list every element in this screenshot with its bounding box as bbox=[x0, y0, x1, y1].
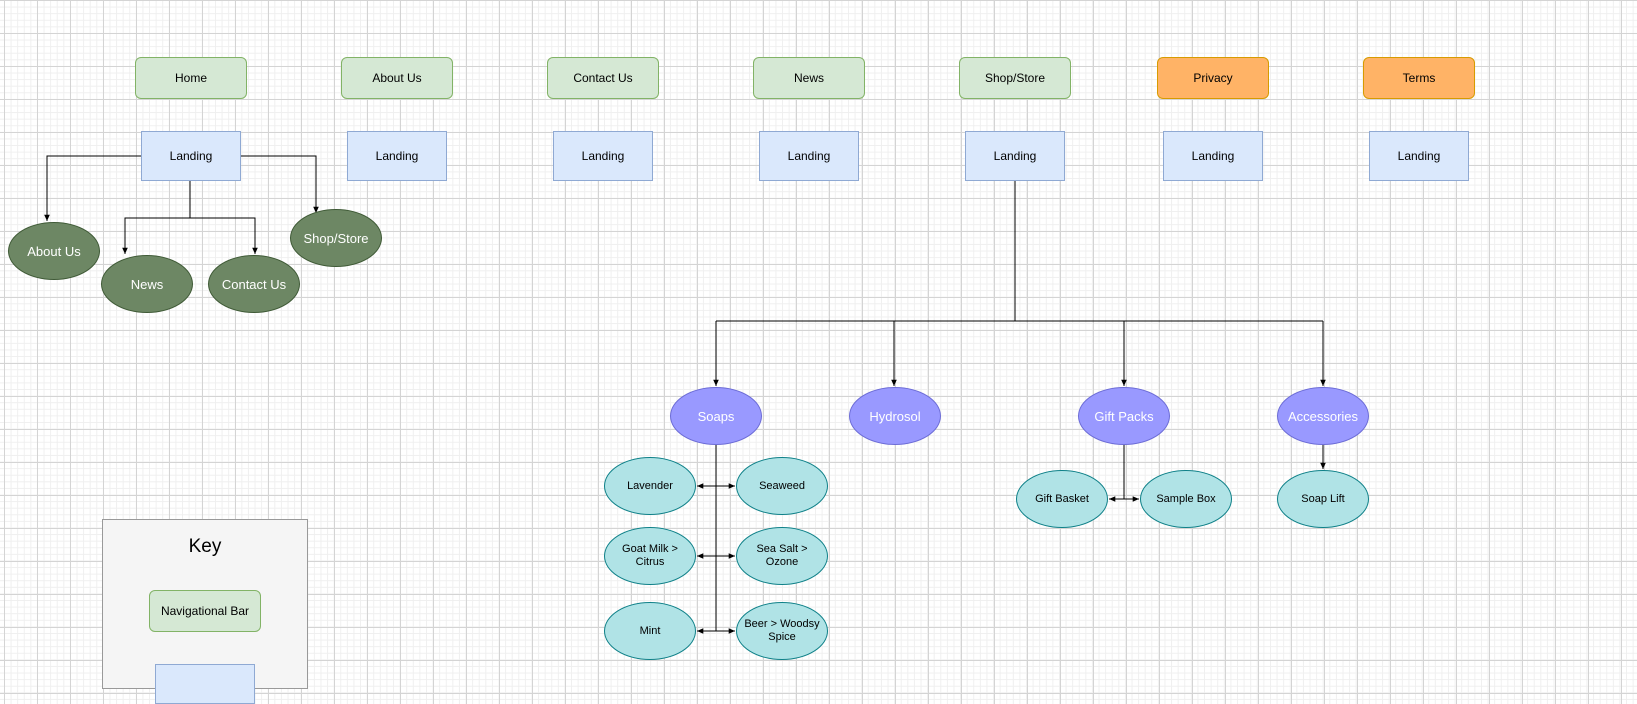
home-child-contact-us[interactable]: Contact Us bbox=[208, 255, 300, 313]
category-soaps[interactable]: Soaps bbox=[670, 387, 762, 445]
nav-privacy[interactable]: Privacy bbox=[1157, 57, 1269, 99]
landing-contact-us[interactable]: Landing bbox=[553, 131, 653, 181]
diagram-canvas: Home About Us Contact Us News Shop/Store… bbox=[8, 57, 1475, 704]
landing-news[interactable]: Landing bbox=[759, 131, 859, 181]
nav-about-us[interactable]: About Us bbox=[341, 57, 453, 99]
edge-home-news bbox=[122, 181, 191, 254]
gift-basket[interactable]: Gift Basket bbox=[1016, 470, 1108, 528]
accessory-soap-lift[interactable]: Soap Lift bbox=[1277, 470, 1369, 528]
gift-sample-box[interactable]: Sample Box bbox=[1140, 470, 1232, 528]
soap-goat-milk-citrus[interactable]: Goat Milk > Citrus bbox=[604, 527, 696, 585]
home-child-about-us[interactable]: About Us bbox=[8, 222, 100, 280]
nav-shop-store[interactable]: Shop/Store bbox=[959, 57, 1071, 99]
key-title: Key bbox=[188, 536, 222, 557]
key-nav-sample: Navigational Bar bbox=[149, 590, 261, 632]
soap-seaweed[interactable]: Seaweed bbox=[736, 457, 828, 515]
home-child-news[interactable]: News bbox=[101, 255, 193, 313]
category-gift-packs[interactable]: Gift Packs bbox=[1078, 387, 1170, 445]
landing-shop-store[interactable]: Landing bbox=[965, 131, 1065, 181]
landing-terms[interactable]: Landing bbox=[1369, 131, 1469, 181]
edge-home-shop bbox=[241, 155, 319, 213]
nav-terms[interactable]: Terms bbox=[1363, 57, 1475, 99]
soap-mint[interactable]: Mint bbox=[604, 602, 696, 660]
landing-about-us[interactable]: Landing bbox=[347, 131, 447, 181]
landing-privacy[interactable]: Landing bbox=[1163, 131, 1263, 181]
soap-beer-woodsy-spice[interactable]: Beer > Woodsy Spice bbox=[736, 602, 828, 660]
category-accessories[interactable]: Accessories bbox=[1277, 387, 1369, 445]
landing-home[interactable]: Landing bbox=[141, 131, 241, 181]
key-landing-sample bbox=[155, 664, 255, 704]
edge-home-about bbox=[44, 155, 141, 221]
category-hydrosol[interactable]: Hydrosol bbox=[849, 387, 941, 445]
nav-home[interactable]: Home bbox=[135, 57, 247, 99]
soap-lavender[interactable]: Lavender bbox=[604, 457, 696, 515]
home-child-shop-store[interactable]: Shop/Store bbox=[290, 209, 382, 267]
nav-news[interactable]: News bbox=[753, 57, 865, 99]
connectors bbox=[44, 155, 1326, 634]
soap-sea-salt-ozone[interactable]: Sea Salt > Ozone bbox=[736, 527, 828, 585]
nav-contact-us[interactable]: Contact Us bbox=[547, 57, 659, 99]
edge-home-contact bbox=[190, 217, 258, 254]
key-panel: Key Navigational Bar bbox=[102, 519, 308, 704]
